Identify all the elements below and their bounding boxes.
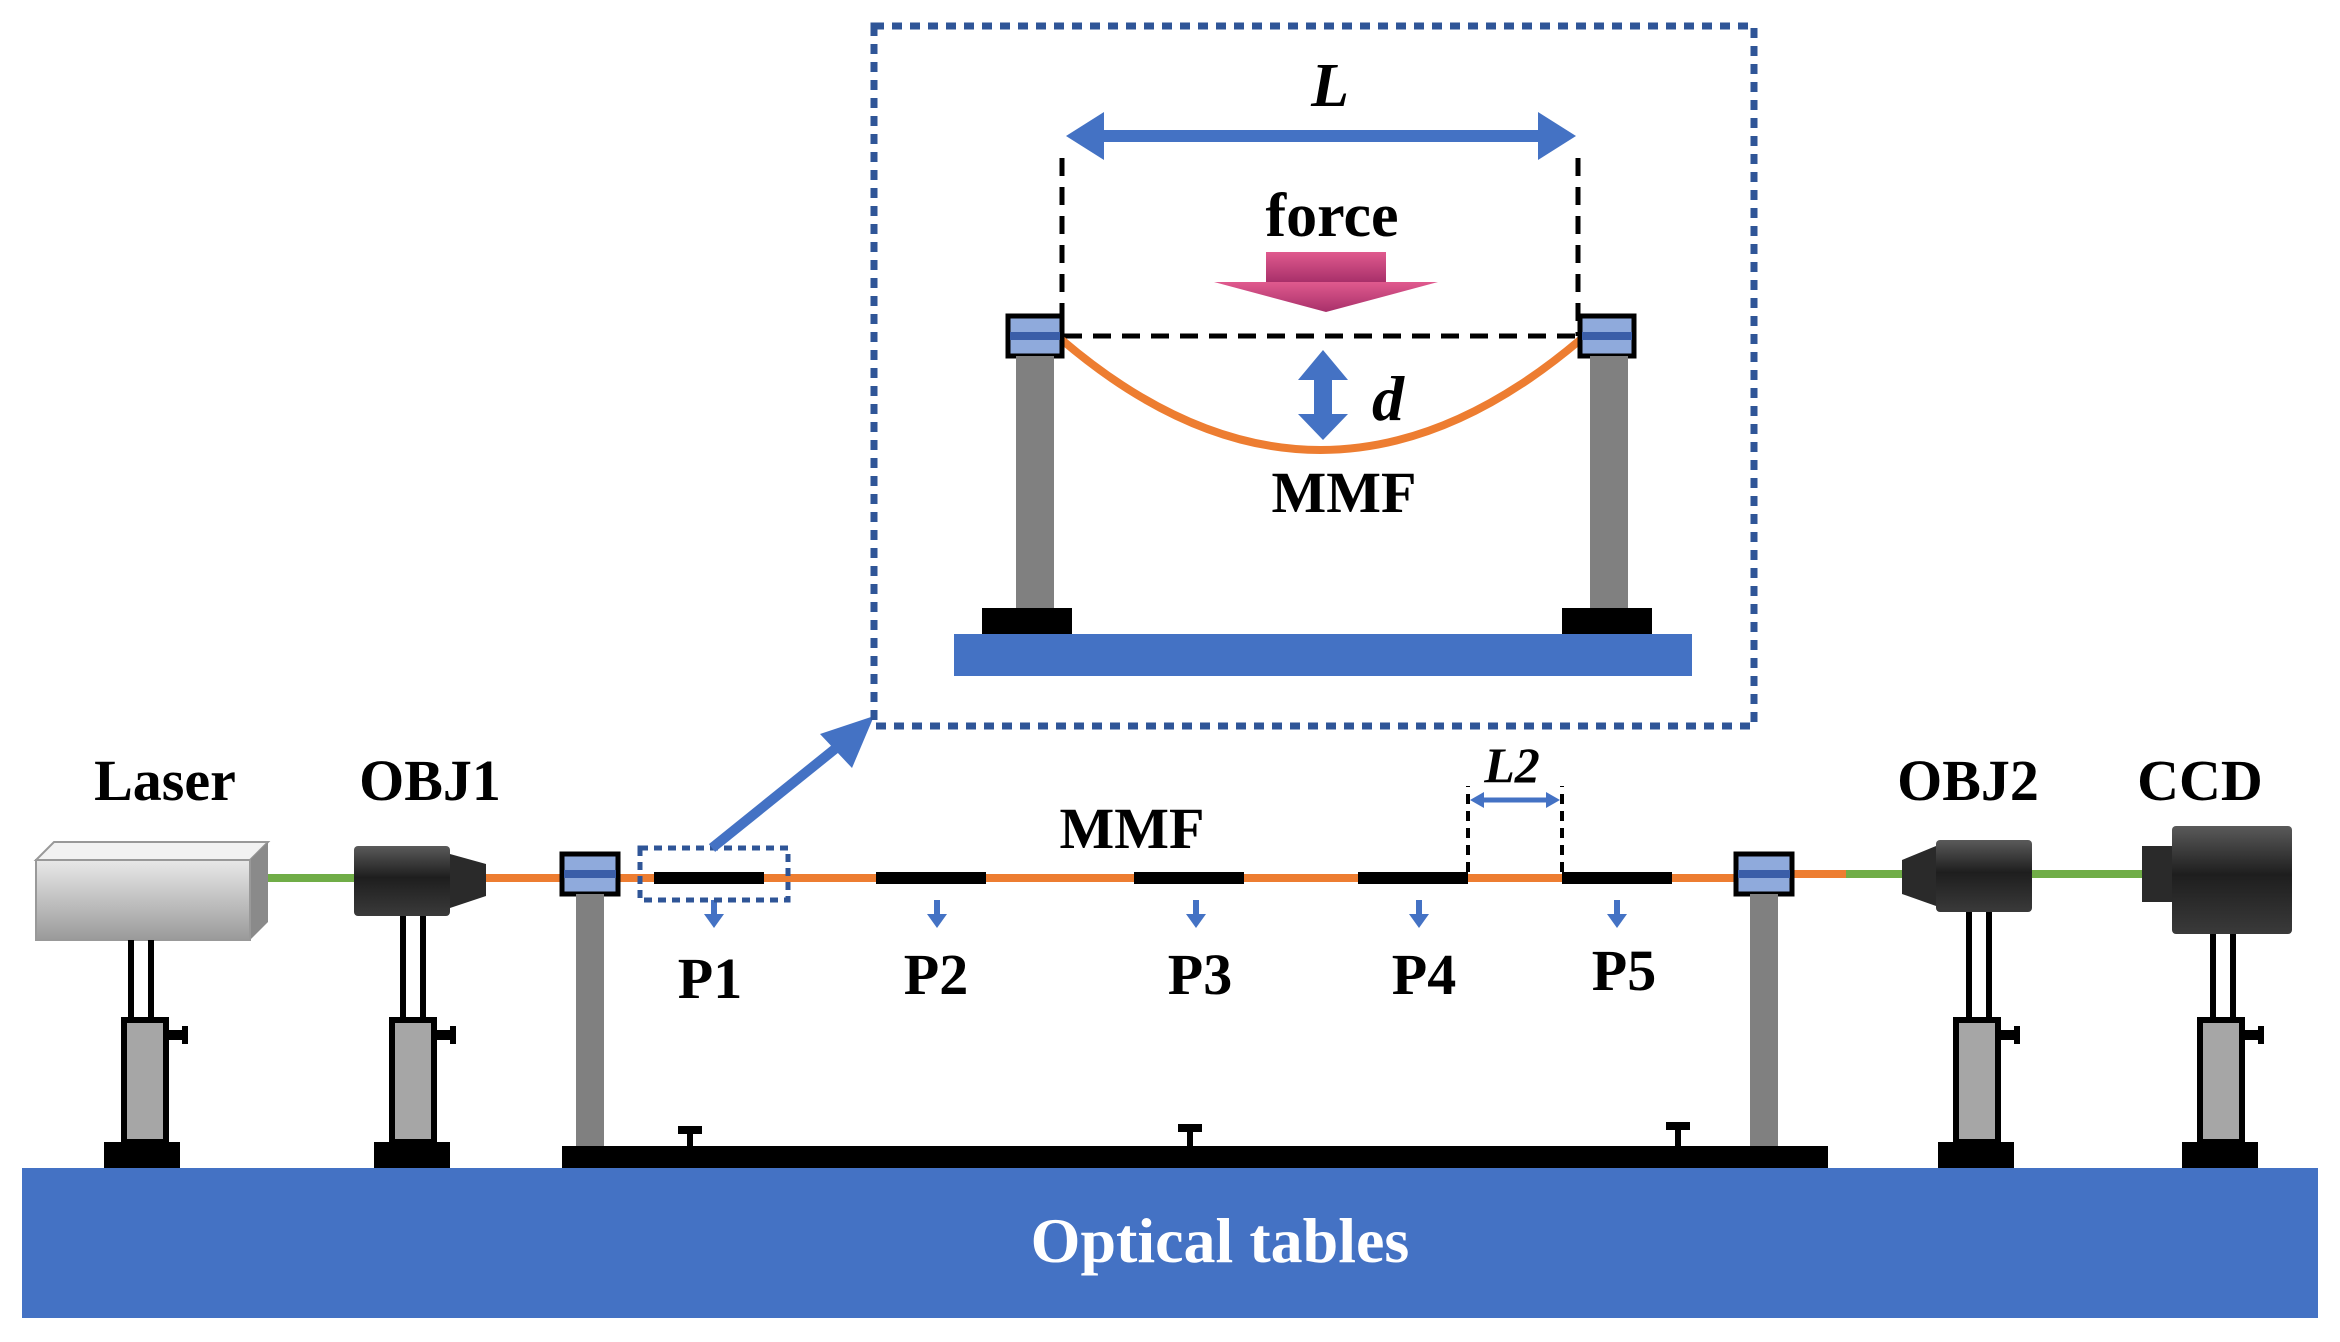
right-fiber-clamp: [1733, 851, 1795, 897]
position-p3-segment: [1134, 872, 1244, 884]
inset-length-arrow: [1066, 112, 1576, 160]
l2-spacing-marker: [1466, 786, 1564, 872]
obj1-mount: [374, 916, 456, 1168]
rail-base: [562, 1122, 1828, 1168]
laser-source: [33, 841, 271, 941]
inset-mmf-label: MMF: [1272, 460, 1417, 525]
position-arrows: [704, 900, 1627, 928]
beam-obj2-ccd-left: [1846, 870, 1902, 878]
deflection-arrow: [1298, 350, 1348, 440]
beam-laser-obj1: [268, 874, 354, 882]
laser-label: Laser: [94, 748, 236, 813]
deflection-label: d: [1372, 363, 1405, 434]
obj2-label: OBJ2: [1897, 748, 2039, 813]
left-fiber-post: [576, 894, 604, 1146]
inset-left-foot: [982, 608, 1072, 634]
objective-lens-2: [1902, 840, 2032, 912]
position-label-p2: P2: [904, 942, 968, 1007]
position-label-p4: P4: [1392, 942, 1456, 1007]
l2-label: L2: [1483, 737, 1540, 793]
beam-obj2-ccd: [2032, 870, 2142, 878]
ccd-camera: [2142, 826, 2292, 934]
position-p5-segment: [1562, 872, 1672, 884]
position-label-p5: P5: [1592, 938, 1656, 1003]
obj2-mount: [1938, 912, 2020, 1168]
optical-table-label: Optical tables: [1031, 1205, 1410, 1276]
inset-left-post: [1016, 356, 1054, 608]
inset-bent-fiber: [1059, 336, 1583, 454]
fiber-clamp-obj2: [1794, 870, 1886, 878]
inset-right-post: [1590, 356, 1628, 608]
zoom-arrow-head: [820, 716, 874, 768]
ccd-label: CCD: [2137, 748, 2263, 813]
force-label: force: [1265, 182, 1398, 250]
position-label-p1: P1: [678, 946, 742, 1011]
zoom-arrow: [708, 728, 860, 852]
position-p1-segment: [654, 872, 764, 884]
inset-dashed-guides: [1059, 158, 1581, 339]
fiber-obj1-clamp: [486, 874, 560, 882]
left-fiber-clamp: [559, 851, 621, 897]
inset-left-clamp: [1005, 313, 1065, 359]
ccd-mount: [2182, 934, 2264, 1168]
position-p2-segment: [876, 872, 986, 884]
inset-length-label: L: [1310, 52, 1349, 120]
laser-mount: [104, 940, 188, 1168]
mmf-label: MMF: [1060, 796, 1205, 861]
inset-right-clamp: [1577, 313, 1637, 359]
inset-right-foot: [1562, 608, 1652, 634]
position-p4-segment: [1358, 872, 1468, 884]
force-arrow: [1214, 252, 1438, 312]
inset-base-plate: [954, 634, 1692, 676]
right-fiber-post: [1750, 894, 1778, 1146]
optical-table: [22, 1168, 2318, 1318]
obj1-label: OBJ1: [359, 748, 501, 813]
objective-lens-1: [354, 846, 486, 916]
position-label-p3: P3: [1168, 942, 1232, 1007]
